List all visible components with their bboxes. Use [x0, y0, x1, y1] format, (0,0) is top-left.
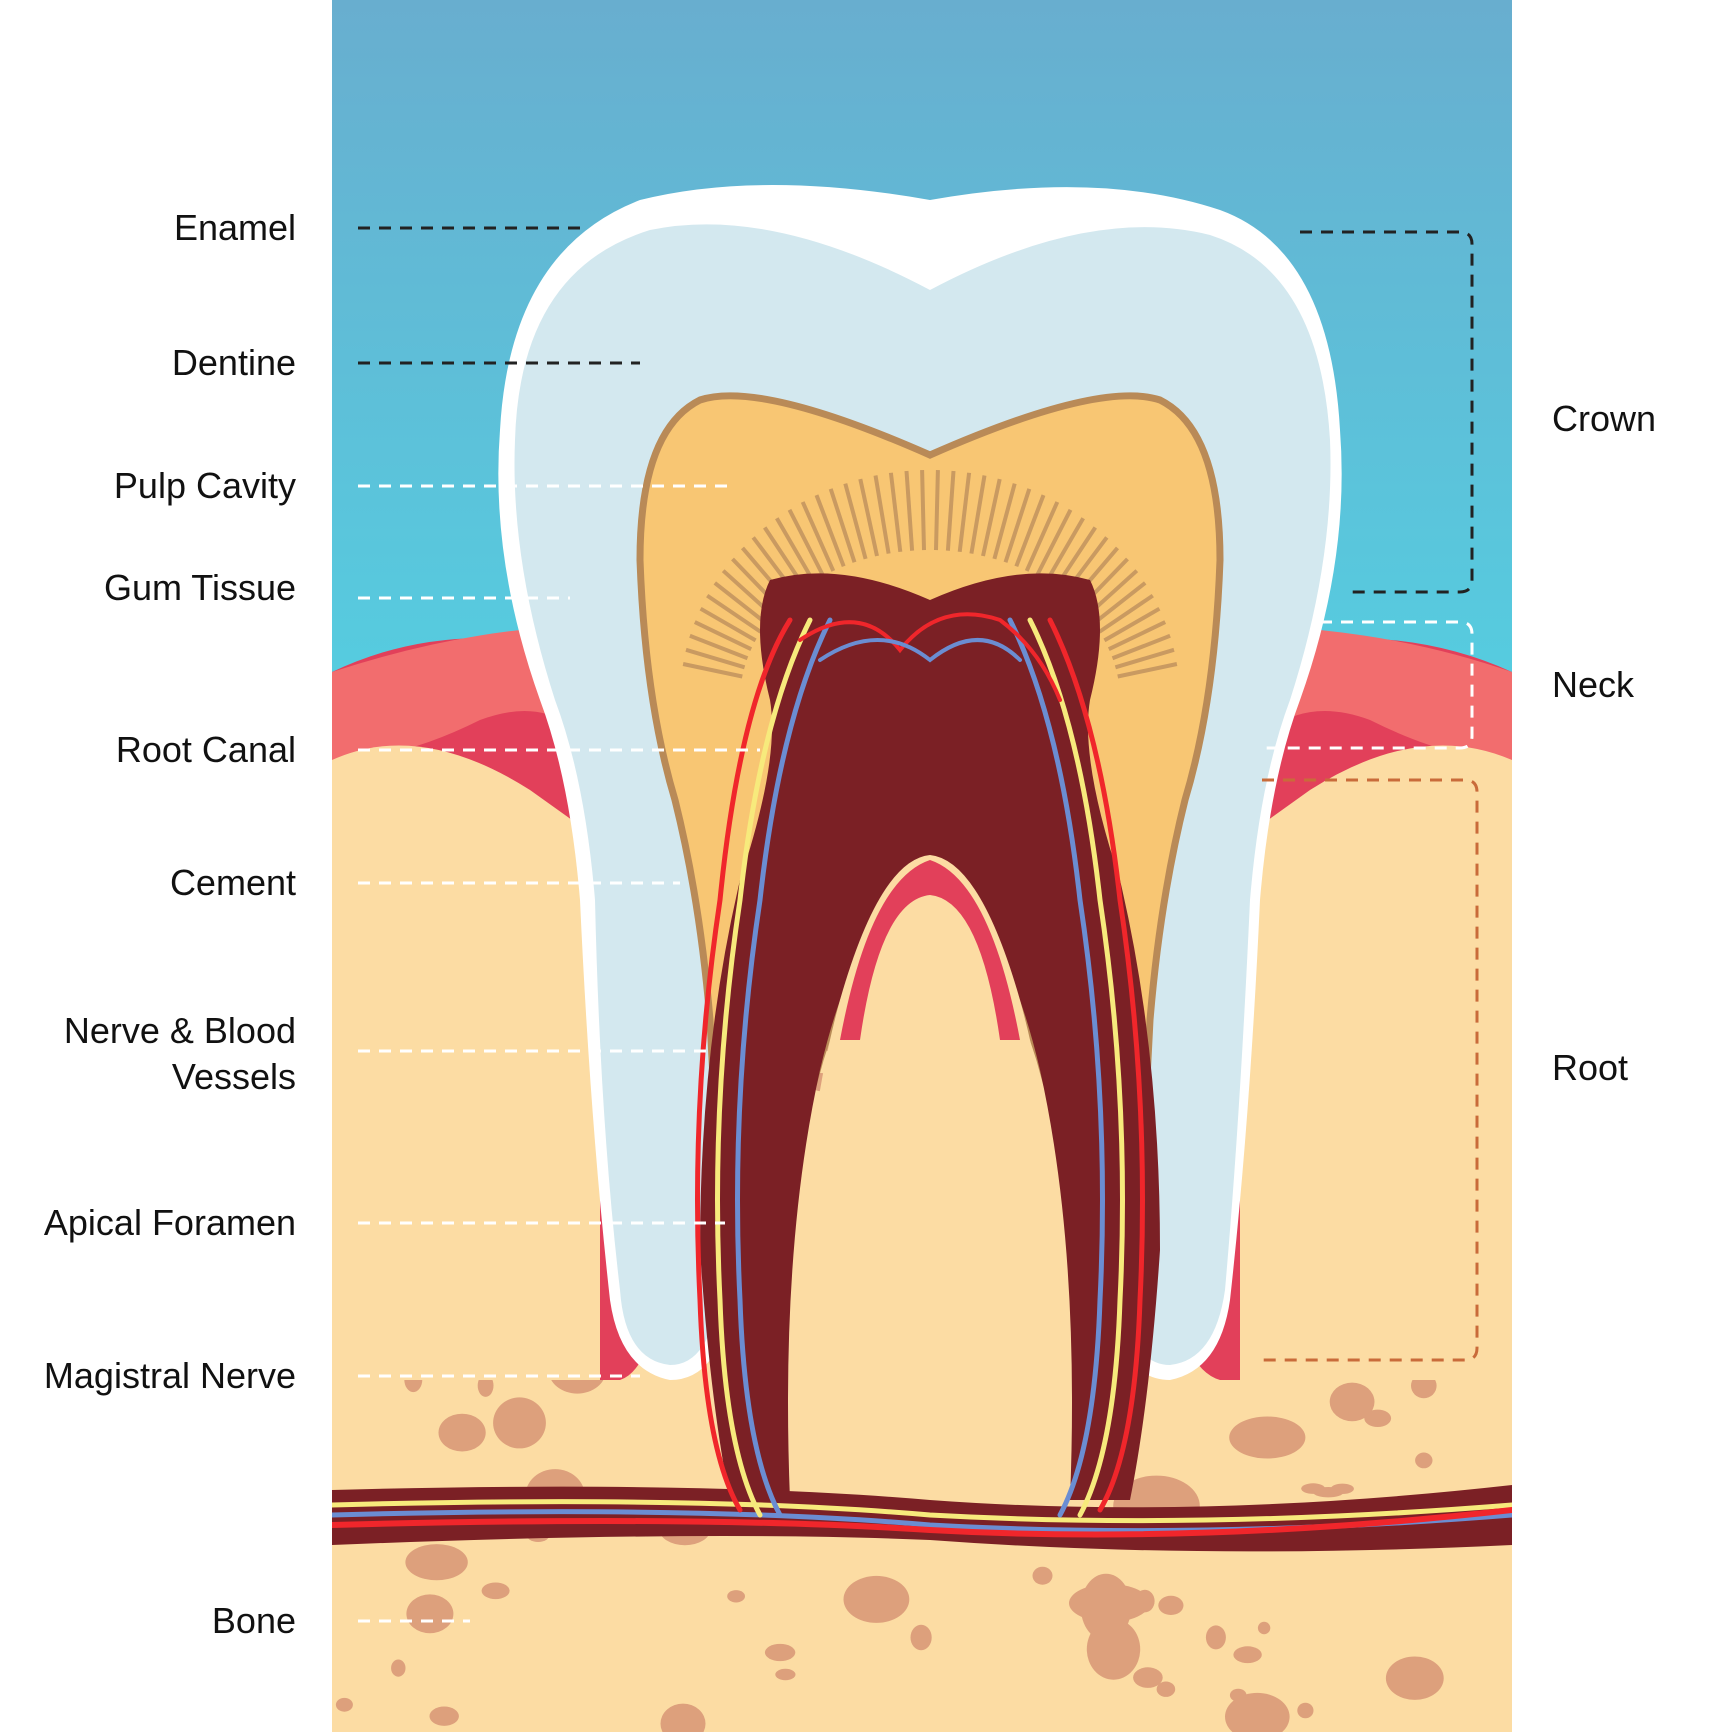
bone-spot [1233, 1646, 1262, 1664]
label-root: Root [1552, 1047, 1629, 1088]
gum-lower-right [1240, 745, 1512, 1380]
label-enamel: Enamel [173, 207, 296, 248]
leader-lines-left [358, 226, 760, 1623]
bone-spot [1135, 1589, 1155, 1613]
crown-bracket [1300, 230, 1474, 594]
label-magistral-nerve: Magistral Nerve [43, 1355, 296, 1396]
dentine-tubule [957, 472, 972, 553]
bone-spot [660, 1703, 706, 1732]
bone-spot [429, 1706, 459, 1726]
dentine-tubule [904, 470, 915, 551]
dentine-tubule [888, 472, 903, 553]
neck-bracket [1262, 620, 1474, 750]
dentine-tubule [843, 483, 868, 560]
nerve-and-vessels [332, 612, 1512, 1538]
dentine-tubule [1114, 647, 1175, 670]
label-neck: Neck [1552, 664, 1635, 705]
dentine-tubule [945, 470, 956, 551]
bone-spot [1385, 1656, 1444, 1700]
dentine-tubule [828, 488, 857, 563]
bone-spot [438, 1413, 486, 1452]
bone-spot [1301, 1483, 1325, 1494]
bone-spot [1080, 1573, 1132, 1641]
label-nerve-blood-line1: Nerve & Blood [63, 1010, 296, 1051]
dentine-tubule [992, 483, 1017, 560]
dentine-tubule [1103, 606, 1161, 643]
inter-root-gum [840, 860, 1020, 1040]
gum-lower-left [332, 745, 600, 1380]
bone-spot [1156, 1681, 1176, 1697]
dentine-tubule [693, 620, 753, 652]
bone-spot [391, 1659, 406, 1677]
dentine-tubule [858, 478, 879, 557]
dentine-tubule [814, 494, 846, 568]
bone-spot [910, 1624, 932, 1651]
label-root-canal: Root Canal [115, 729, 296, 770]
dentine-tubule [1003, 488, 1032, 563]
dentine-tubules [682, 470, 1178, 679]
root-canal [700, 573, 1160, 1500]
bone-spot [1225, 1692, 1290, 1732]
dentine-tubule [699, 606, 757, 643]
bone-spot [1364, 1409, 1392, 1428]
bone-spot [406, 1594, 454, 1634]
dentine-tubule [1107, 620, 1167, 652]
dentine-tubule [682, 662, 743, 679]
dentine-tubule [713, 581, 768, 626]
bone-spot [1032, 1566, 1053, 1585]
bone-spot [1297, 1702, 1314, 1719]
dentine-tubule [1024, 501, 1060, 572]
dentine-tubule [873, 475, 891, 554]
bone-spot [1229, 1416, 1306, 1459]
bone-spot [493, 1397, 546, 1449]
dentine-tubule [775, 517, 816, 583]
bone-spot [1158, 1595, 1184, 1615]
label-pulp-cavity: Pulp Cavity [113, 465, 296, 506]
dentine-tubule [1111, 633, 1171, 661]
dentine-tubule [685, 647, 746, 670]
bone-spot [1329, 1382, 1375, 1422]
dentine-tubule [934, 470, 940, 551]
dentine-tubule [787, 508, 825, 577]
dentine-tubule [969, 475, 987, 554]
dentine-tubule [1044, 517, 1085, 583]
label-nerve-blood-line2: Vessels [171, 1056, 296, 1097]
bone-spot [727, 1590, 745, 1603]
bone-spot [1133, 1667, 1163, 1688]
dentine-tubule [689, 633, 749, 661]
dentine-tubule [981, 478, 1002, 557]
dentine-tubule [706, 593, 762, 634]
label-nerve-blood-vessels: Nerve & Blood Vessels [64, 1008, 296, 1100]
bone-spot [1415, 1452, 1433, 1469]
dentine-tubule [800, 501, 836, 572]
label-bone: Bone [211, 1600, 296, 1641]
dentine-tubule [1117, 662, 1178, 679]
bone-spot [764, 1643, 796, 1662]
label-cement: Cement [169, 862, 296, 903]
dentine-tubule [1014, 494, 1046, 568]
bone-spot [775, 1668, 796, 1681]
bone-spot [1205, 1625, 1226, 1650]
brackets-right [1262, 230, 1479, 1362]
dentine-tubule [1092, 581, 1147, 626]
label-gum-tissue: Gum Tissue [103, 567, 296, 608]
dentine-tubule [1035, 508, 1073, 577]
bone-spot [405, 1544, 468, 1581]
label-dentine: Dentine [171, 342, 296, 383]
bone-spot [335, 1697, 353, 1712]
dentine-tubule [1098, 593, 1154, 634]
bone-spot [1257, 1621, 1271, 1635]
dentine-tubule [920, 470, 926, 551]
bone-spot [481, 1582, 510, 1600]
label-apical-foramen: Apical Foramen [43, 1202, 296, 1243]
bone-spot [843, 1575, 910, 1623]
label-crown: Crown [1552, 398, 1657, 439]
